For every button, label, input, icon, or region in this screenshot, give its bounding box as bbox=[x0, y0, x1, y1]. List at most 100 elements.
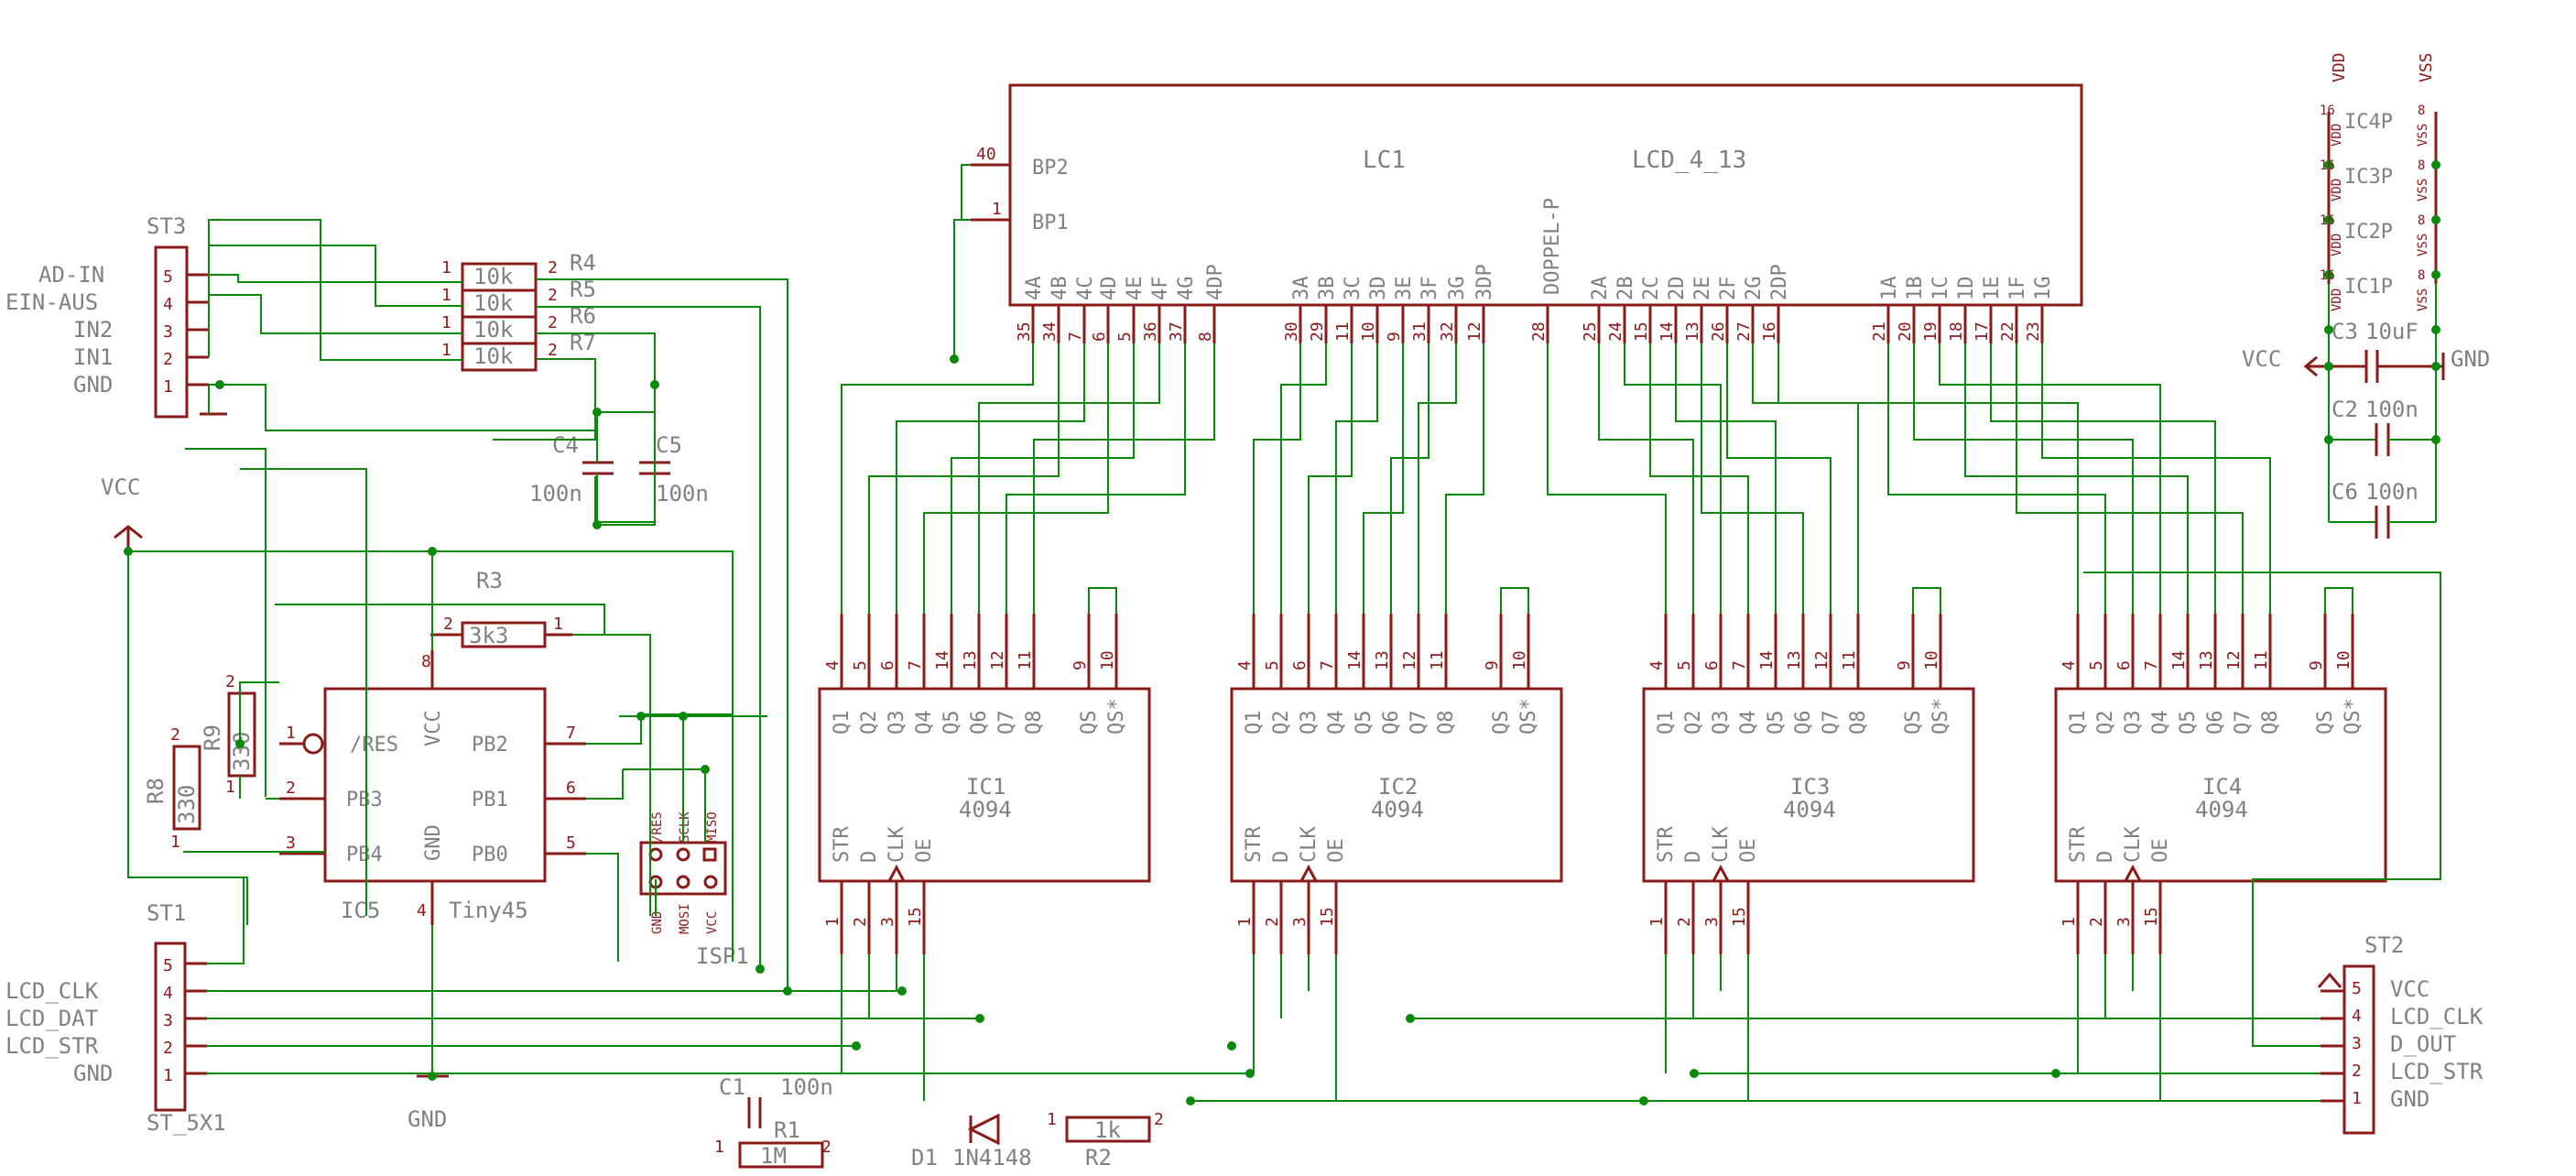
r3-value: 3k3 bbox=[469, 623, 508, 648]
ic-bottom-num: 2 bbox=[1675, 917, 1694, 927]
supply-vdd-tag: VDD bbox=[2330, 289, 2344, 311]
supply-junction bbox=[2324, 270, 2333, 279]
ic5-name: IC5 bbox=[341, 898, 380, 923]
lcd-seg-label: 3E bbox=[1393, 277, 1416, 301]
ic-type: 4094 bbox=[959, 797, 1012, 822]
lcd-seg-label: 4C bbox=[1074, 277, 1097, 301]
c1-r1-d1-r2: C1 100n 1M R1 1 2 D1 1N4148 1k R2 1 2 bbox=[714, 1074, 1164, 1171]
ic-top-label: QS* bbox=[2342, 698, 2364, 735]
r7-pin2: 2 bbox=[548, 341, 558, 360]
ic-top-label: Q7 bbox=[2232, 711, 2255, 735]
junction-dot bbox=[592, 408, 602, 417]
junction-dot bbox=[755, 964, 765, 974]
supply-part-label: IC1P bbox=[2344, 276, 2393, 299]
r1-value: 1M bbox=[760, 1143, 787, 1169]
supply-junction bbox=[2324, 215, 2333, 224]
ic-name: IC1 bbox=[966, 774, 1005, 800]
supply-vdd-tag: VDD bbox=[2330, 234, 2344, 256]
st2-label-2: LCD_CLK bbox=[2390, 1004, 2484, 1029]
ic-top-label: Q6 bbox=[2204, 711, 2227, 735]
lcd-pin-num: 36 bbox=[1141, 321, 1160, 342]
isp-bottom-2: MOSI bbox=[678, 903, 692, 934]
ic-top-num: 11 bbox=[1016, 650, 1035, 670]
ic-bottom-num: 1 bbox=[1235, 917, 1255, 927]
ic-bottom-label: CLK bbox=[1298, 826, 1321, 863]
ic5-pb2: PB2 bbox=[472, 734, 508, 757]
junction-dot bbox=[2051, 1069, 2060, 1078]
ic5-pb0: PB0 bbox=[472, 844, 508, 866]
junction-dot bbox=[852, 1041, 861, 1051]
ic-bottom-label: STR bbox=[1243, 826, 1266, 863]
junction-dot bbox=[679, 712, 688, 721]
ic-top-label: Q2 bbox=[2094, 711, 2117, 735]
ic-bottom-num: 3 bbox=[2114, 917, 2134, 927]
lcd-seg-label: 2A bbox=[1589, 277, 1612, 301]
lcd-pin-num: 21 bbox=[1870, 321, 1889, 342]
ic-bottom-label: OE bbox=[1737, 839, 1760, 864]
st3-num-5: 5 bbox=[163, 267, 173, 287]
c1-plates bbox=[747, 1097, 762, 1128]
lcd-pin-num: 6 bbox=[1090, 332, 1109, 342]
ic-bottom-label: CLK bbox=[2122, 826, 2145, 863]
ic-bottom-num: 3 bbox=[1290, 917, 1310, 927]
junction-dot bbox=[124, 547, 133, 556]
ic5-pin3: 3 bbox=[286, 833, 296, 853]
lcd-pin-num: 23 bbox=[2024, 321, 2043, 342]
lcd-pin-num: 5 bbox=[1115, 332, 1135, 342]
ic-top-num: 9 bbox=[1895, 660, 1914, 670]
ic5-res: /RES bbox=[350, 734, 398, 757]
lcd-pin-num: 16 bbox=[1760, 321, 1779, 342]
lcd-seg-label: 3G bbox=[1446, 277, 1469, 301]
lcd-pin-num: 30 bbox=[1282, 321, 1301, 342]
st1-num-4: 4 bbox=[163, 984, 173, 1003]
st2-name: ST2 bbox=[2364, 932, 2404, 958]
ic-top-num: 14 bbox=[933, 650, 952, 670]
r5-pin1: 1 bbox=[441, 286, 451, 305]
junction-dot bbox=[1690, 1069, 1699, 1078]
junction-dot bbox=[701, 765, 710, 774]
vss-label-top: VSS bbox=[2417, 52, 2436, 82]
lcd-pin-num: 34 bbox=[1040, 321, 1060, 342]
lcd-bp2-num: 40 bbox=[976, 145, 996, 164]
lcd-seg-label: 2B bbox=[1614, 277, 1637, 301]
ic5-pin8: 8 bbox=[421, 652, 431, 671]
st2-body bbox=[2342, 964, 2375, 1135]
ic5-type: Tiny45 bbox=[449, 898, 528, 923]
ic-top-num: 4 bbox=[1647, 660, 1667, 670]
ic-top-num: 6 bbox=[2114, 660, 2134, 670]
r3: 3k3 R3 2 1 bbox=[430, 568, 572, 648]
r6-pin1: 1 bbox=[441, 313, 451, 332]
ic-top-num: 6 bbox=[1702, 660, 1722, 670]
supply-part-label: IC4P bbox=[2344, 111, 2393, 134]
ic-top-label: Q4 bbox=[1325, 711, 1348, 735]
st3-num-4: 4 bbox=[163, 295, 173, 314]
lcd-seg-label: 4G bbox=[1175, 277, 1198, 301]
supply-vdd-tag: VDD bbox=[2330, 179, 2344, 201]
ic5-pin2: 2 bbox=[286, 779, 296, 798]
st3-connector: ST3 AD-IN EIN-AUS IN2 IN1 GND 5 4 3 2 1 bbox=[5, 213, 209, 419]
junction-dot bbox=[428, 547, 437, 556]
st1-label-2: LCD_DAT bbox=[5, 1006, 98, 1031]
lcd-seg-label: 3D bbox=[1367, 277, 1390, 301]
ic-top-label: QS bbox=[1490, 711, 1513, 735]
ic5-pb4: PB4 bbox=[346, 844, 383, 866]
c2-name: C2 bbox=[2331, 397, 2358, 422]
st1-label-4: GND bbox=[73, 1061, 113, 1086]
ic-top-label: Q8 bbox=[1435, 711, 1458, 735]
st2-connector: ST2 5 4 3 2 1 VCC LCD_CLK D_OUT LCD_STR … bbox=[2317, 932, 2484, 1135]
lcd-bp1-label: BP1 bbox=[1032, 212, 1069, 234]
lcd-seg-label: 1E bbox=[1981, 277, 2004, 301]
junction-dot bbox=[1186, 1096, 1195, 1105]
junction-dot bbox=[897, 986, 907, 996]
lcd-pin-num: 13 bbox=[1683, 321, 1702, 342]
junction-dot bbox=[1406, 1014, 1415, 1023]
ic-body bbox=[1642, 687, 1975, 883]
ic5-pin1: 1 bbox=[286, 724, 296, 743]
st2-label-4: LCD_STR bbox=[2390, 1059, 2484, 1084]
d1-symbol bbox=[967, 1113, 1000, 1146]
r9-pin1: 1 bbox=[225, 778, 235, 797]
shift-registers: IC14094Q14Q25Q36Q47Q514Q613Q712Q811QS9QS… bbox=[818, 614, 2387, 954]
c3-group: VCC GND C3 10uF bbox=[2242, 319, 2490, 383]
r1-body bbox=[738, 1141, 824, 1169]
